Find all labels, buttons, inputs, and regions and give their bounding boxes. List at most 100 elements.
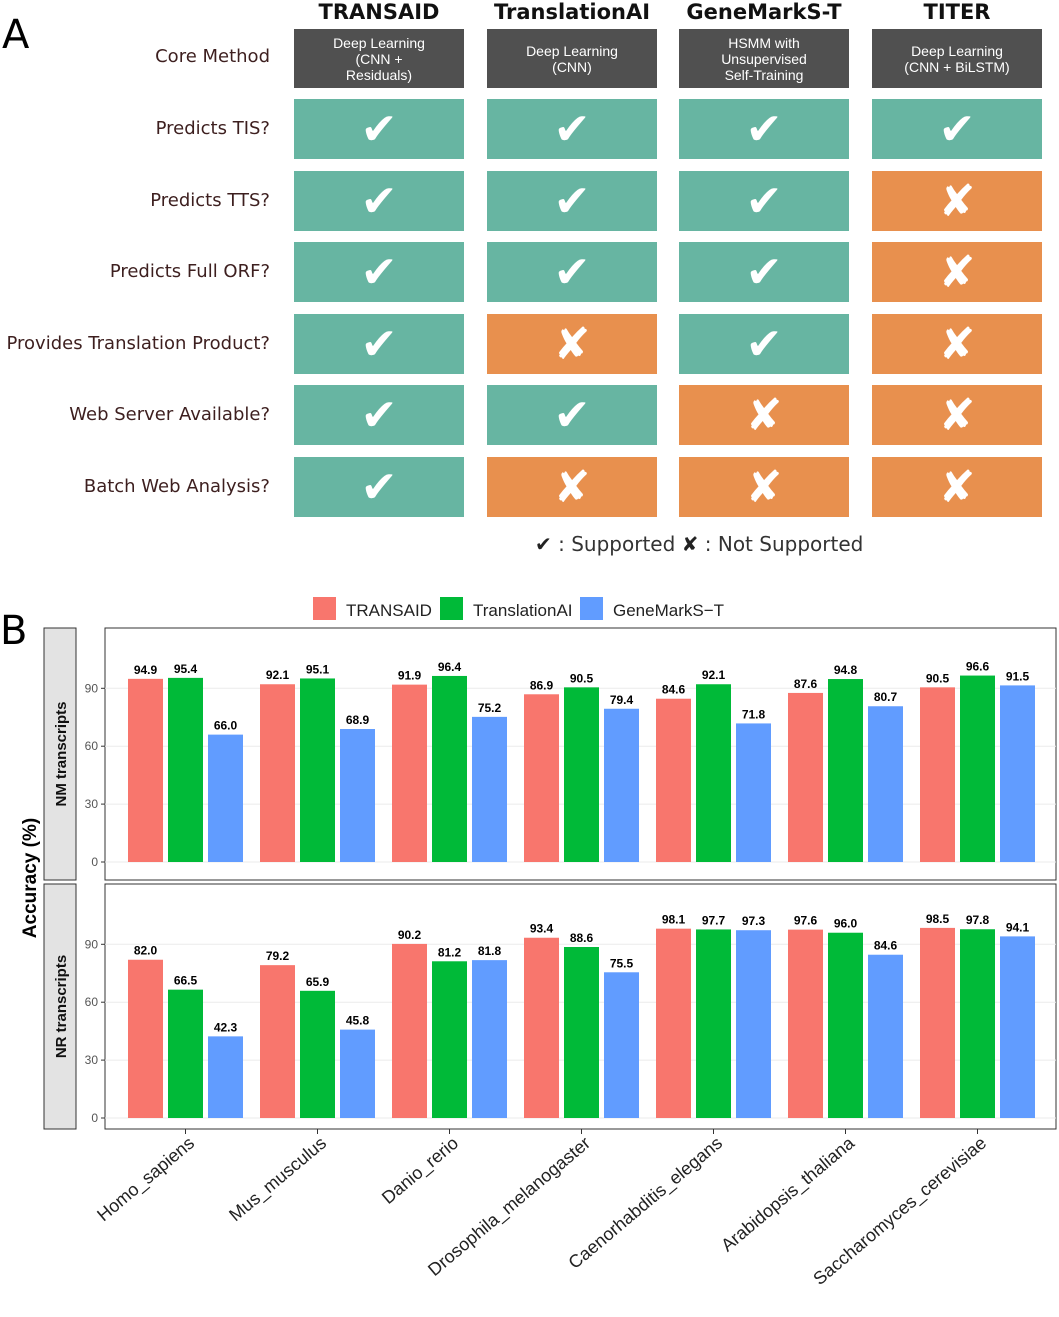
bar [604,972,639,1118]
tool-header: GeneMarkS-T [686,0,842,24]
core-method-box: Deep Learning(CNN + BiLSTM) [872,29,1042,88]
bar-value-label: 75.5 [610,956,634,970]
bar [392,943,427,1118]
bar [920,927,955,1118]
check-icon: ✔ [360,389,398,441]
core-method-box: Deep Learning(CNN +Residuals) [294,29,464,88]
bar [128,959,163,1118]
bar-value-label: 90.5 [926,671,950,685]
cross-icon: ✘ [938,318,976,370]
check-icon: ✔ [360,246,398,298]
y-tick-label: 60 [85,739,99,753]
bar-value-label: 96.6 [966,660,990,674]
bar-value-label: 95.1 [306,662,330,676]
supported-legend-text: : Supported [551,532,682,556]
feature-label: Predicts TIS? [155,118,270,139]
facet-strip-label: NR transcripts [53,955,70,1058]
core-method-line: Unsupervised [721,50,807,67]
supported-cell: ✔ [872,99,1042,159]
bar-value-label: 97.3 [742,914,766,928]
check-icon: ✔ [745,318,783,370]
bar-value-label: 96.4 [438,660,462,674]
supported-cell: ✔ [679,314,849,374]
bar [920,687,955,862]
check-icon: ✔ [553,175,591,227]
supported-cell: ✔ [679,99,849,159]
legend-label: TRANSAID [346,601,432,620]
bar [696,929,731,1118]
not-supported-cell: ✘ [679,385,849,445]
bar-value-label: 79.2 [266,949,290,963]
bar [868,954,903,1118]
bar-value-label: 91.5 [1006,669,1030,683]
bar-value-label: 98.5 [926,912,950,926]
legend-label: TranslationAI [473,601,573,620]
bar-value-label: 80.7 [874,690,898,704]
bar [432,961,467,1118]
not-supported-cell: ✘ [487,314,657,374]
not-supported-cell: ✘ [872,171,1042,231]
bar-value-label: 66.5 [174,974,198,988]
check-icon: ✔ [360,175,398,227]
bar [432,675,467,862]
supported-cell: ✔ [294,385,464,445]
bar-value-label: 81.2 [438,945,462,959]
not-supported-cell: ✘ [872,457,1042,517]
supported-cell: ✔ [294,171,464,231]
bar [260,965,295,1118]
bar-value-label: 84.6 [874,939,898,953]
bar-value-label: 93.4 [530,922,554,936]
check-icon: ✔ [360,318,398,370]
not-supported-legend-text: : Not Supported [698,532,864,556]
core-method-line: (CNN + BiLSTM) [904,58,1010,75]
supported-cell: ✔ [487,242,657,302]
bar [696,684,731,862]
bar [564,947,599,1118]
bar-value-label: 97.6 [794,914,818,928]
bar [208,734,243,862]
bar [736,723,771,862]
bar-value-label: 45.8 [346,1014,370,1028]
tool-header: TITER [923,0,991,24]
bar-value-label: 94.1 [1006,920,1030,934]
cross-icon: ✘ [938,246,976,298]
bar [1000,936,1035,1118]
legend-swatch [580,597,603,620]
bar-value-label: 84.6 [662,683,686,697]
y-tick-label: 90 [85,937,99,951]
x-tick-label: Arabidopsis_thaliana [717,1132,859,1256]
core-method-box: Deep Learning(CNN) [487,29,657,88]
bar [472,960,507,1118]
core-method-text: Deep Learning(CNN +Residuals) [333,35,425,83]
facet-strip [43,627,77,881]
bar [340,1029,375,1118]
bar-value-label: 91.9 [398,669,422,683]
check-icon: ✔ [360,103,398,155]
bar-value-label: 97.7 [702,913,726,927]
supported-cell: ✔ [294,314,464,374]
feature-label: Predicts TTS? [150,190,270,211]
bar [960,929,995,1118]
bar-value-label: 75.2 [478,701,502,715]
y-tick-label: 0 [91,855,98,869]
bar [868,706,903,862]
y-tick-label: 30 [85,797,99,811]
bar-value-label: 96.0 [834,917,858,931]
bar [524,937,559,1118]
core-method-line: (CNN) [552,58,592,75]
bar [168,989,203,1118]
facet-strip-label: NM transcripts [53,701,70,806]
y-tick-label: 60 [85,995,99,1009]
core-method-line: HSMM with [728,34,800,51]
core-method-line: Deep Learning [526,42,618,59]
bar [168,677,203,862]
x-tick-label: Danio_rerio [378,1133,463,1209]
bar [564,687,599,862]
bar [392,684,427,862]
bar-value-label: 66.0 [214,719,238,733]
supported-symbol: ✔ [535,532,552,556]
facet-strip [43,883,77,1130]
x-tick-label: Mus_musculus [225,1133,330,1226]
bar [656,928,691,1118]
bar-value-label: 71.8 [742,707,766,721]
